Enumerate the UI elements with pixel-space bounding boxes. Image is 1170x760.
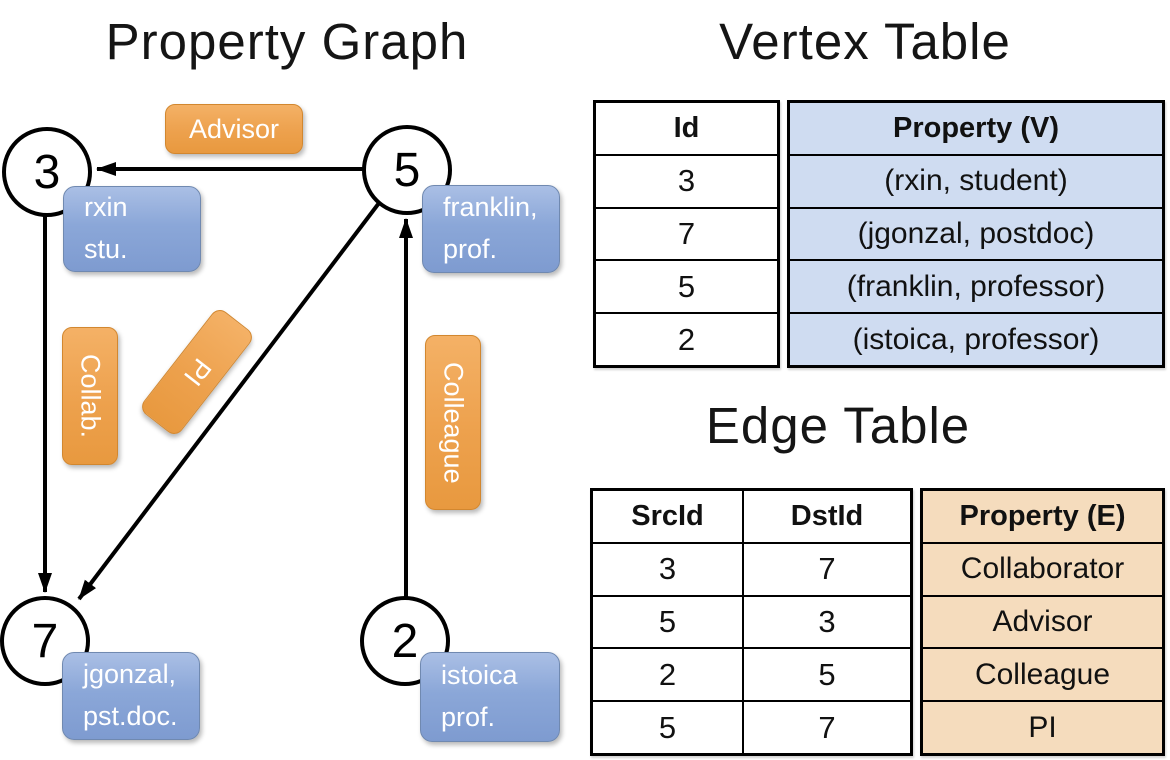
edge-table-property-cell: PI	[923, 700, 1162, 753]
vertex-property-box-jgonzal: jgonzal, pst.doc.	[62, 652, 200, 740]
vertex-property-line: prof.	[441, 702, 496, 732]
edge-table-property-header: Property (E)	[959, 499, 1126, 532]
edge-table-dstid-cell: 7	[818, 551, 836, 587]
edge-table-srcid-cell: 5	[593, 702, 744, 753]
vertex-table-property-header: Property (V)	[893, 111, 1059, 144]
edge-line-pi-5-to-7	[77, 201, 381, 601]
edge-table-row: 5 3	[593, 594, 910, 648]
vertex-property-box-istoica: istoica prof.	[420, 652, 560, 742]
vertex-table-id-cell: 3	[596, 153, 777, 207]
vertex-property-line: franklin,	[443, 192, 538, 223]
vertex-table-property-cell: (istoica, professor)	[790, 312, 1162, 365]
vertex-property-line: pst.doc.	[83, 701, 178, 731]
graph-node-3: 3	[2, 127, 92, 217]
property-graph-title: Property Graph	[105, 13, 469, 70]
edge-table-dstid-cell: 3	[818, 603, 836, 639]
edge-table-dstid-header: DstId	[790, 499, 864, 532]
vertex-table-property-cell: (franklin, professor)	[790, 259, 1162, 312]
edge-table-srcid-cell: 5	[593, 596, 744, 648]
vertex-property-box-franklin: franklin, prof.	[422, 185, 560, 273]
vertex-table-id-cell: 5	[596, 259, 777, 312]
edge-table-property-column: Property (E) Collaborator Advisor Collea…	[920, 488, 1165, 756]
edge-table-property-cell: Advisor	[923, 594, 1162, 648]
edge-table-property-cell: Colleague	[923, 647, 1162, 700]
vertex-property-line: prof.	[443, 234, 498, 264]
vertex-property-box-rxin: rxin stu.	[63, 186, 201, 272]
vertex-table-id-column: Id 3 7 5 2	[593, 100, 780, 368]
edge-table-srcid-header: SrcId	[593, 491, 744, 542]
edge-table-header-row: SrcId DstId	[593, 491, 910, 542]
vertex-table-property-column: Property (V) (rxin, student) (jgonzal, p…	[787, 100, 1165, 368]
vertex-table-id-header: Id	[673, 111, 700, 144]
edge-table-property-cell: Collaborator	[923, 541, 1162, 595]
vertex-table-property-cell: (rxin, student)	[790, 153, 1162, 207]
edge-table-srcid-cell: 3	[593, 543, 744, 595]
edge-label-advisor: Advisor	[165, 104, 303, 154]
edge-label-collab: Collab.	[62, 327, 118, 465]
vertex-table-id-cell: 2	[596, 312, 777, 365]
edge-label-colleague: Colleague	[425, 335, 481, 510]
vertex-table-id-cell: 7	[596, 206, 777, 260]
edge-table-id-columns: SrcId DstId 3 7 5 3 2 5 5 7	[590, 488, 913, 756]
vertex-property-line: rxin	[84, 192, 128, 223]
vertex-table-property-cell: (jgonzal, postdoc)	[790, 206, 1162, 260]
edge-table-dstid-cell: 7	[818, 709, 836, 745]
vertex-property-line: jgonzal,	[83, 659, 177, 690]
edge-table-row: 5 7	[593, 700, 910, 753]
vertex-table-title: Vertex Table	[719, 13, 1011, 70]
edge-table-row: 2 5	[593, 647, 910, 701]
edge-table-row: 3 7	[593, 541, 910, 595]
edge-table-title: Edge Table	[705, 397, 971, 454]
edge-table-srcid-cell: 2	[593, 649, 744, 701]
vertex-property-line: istoica	[441, 660, 518, 691]
edge-table-dstid-cell: 5	[818, 656, 836, 692]
vertex-property-line: stu.	[84, 234, 128, 264]
